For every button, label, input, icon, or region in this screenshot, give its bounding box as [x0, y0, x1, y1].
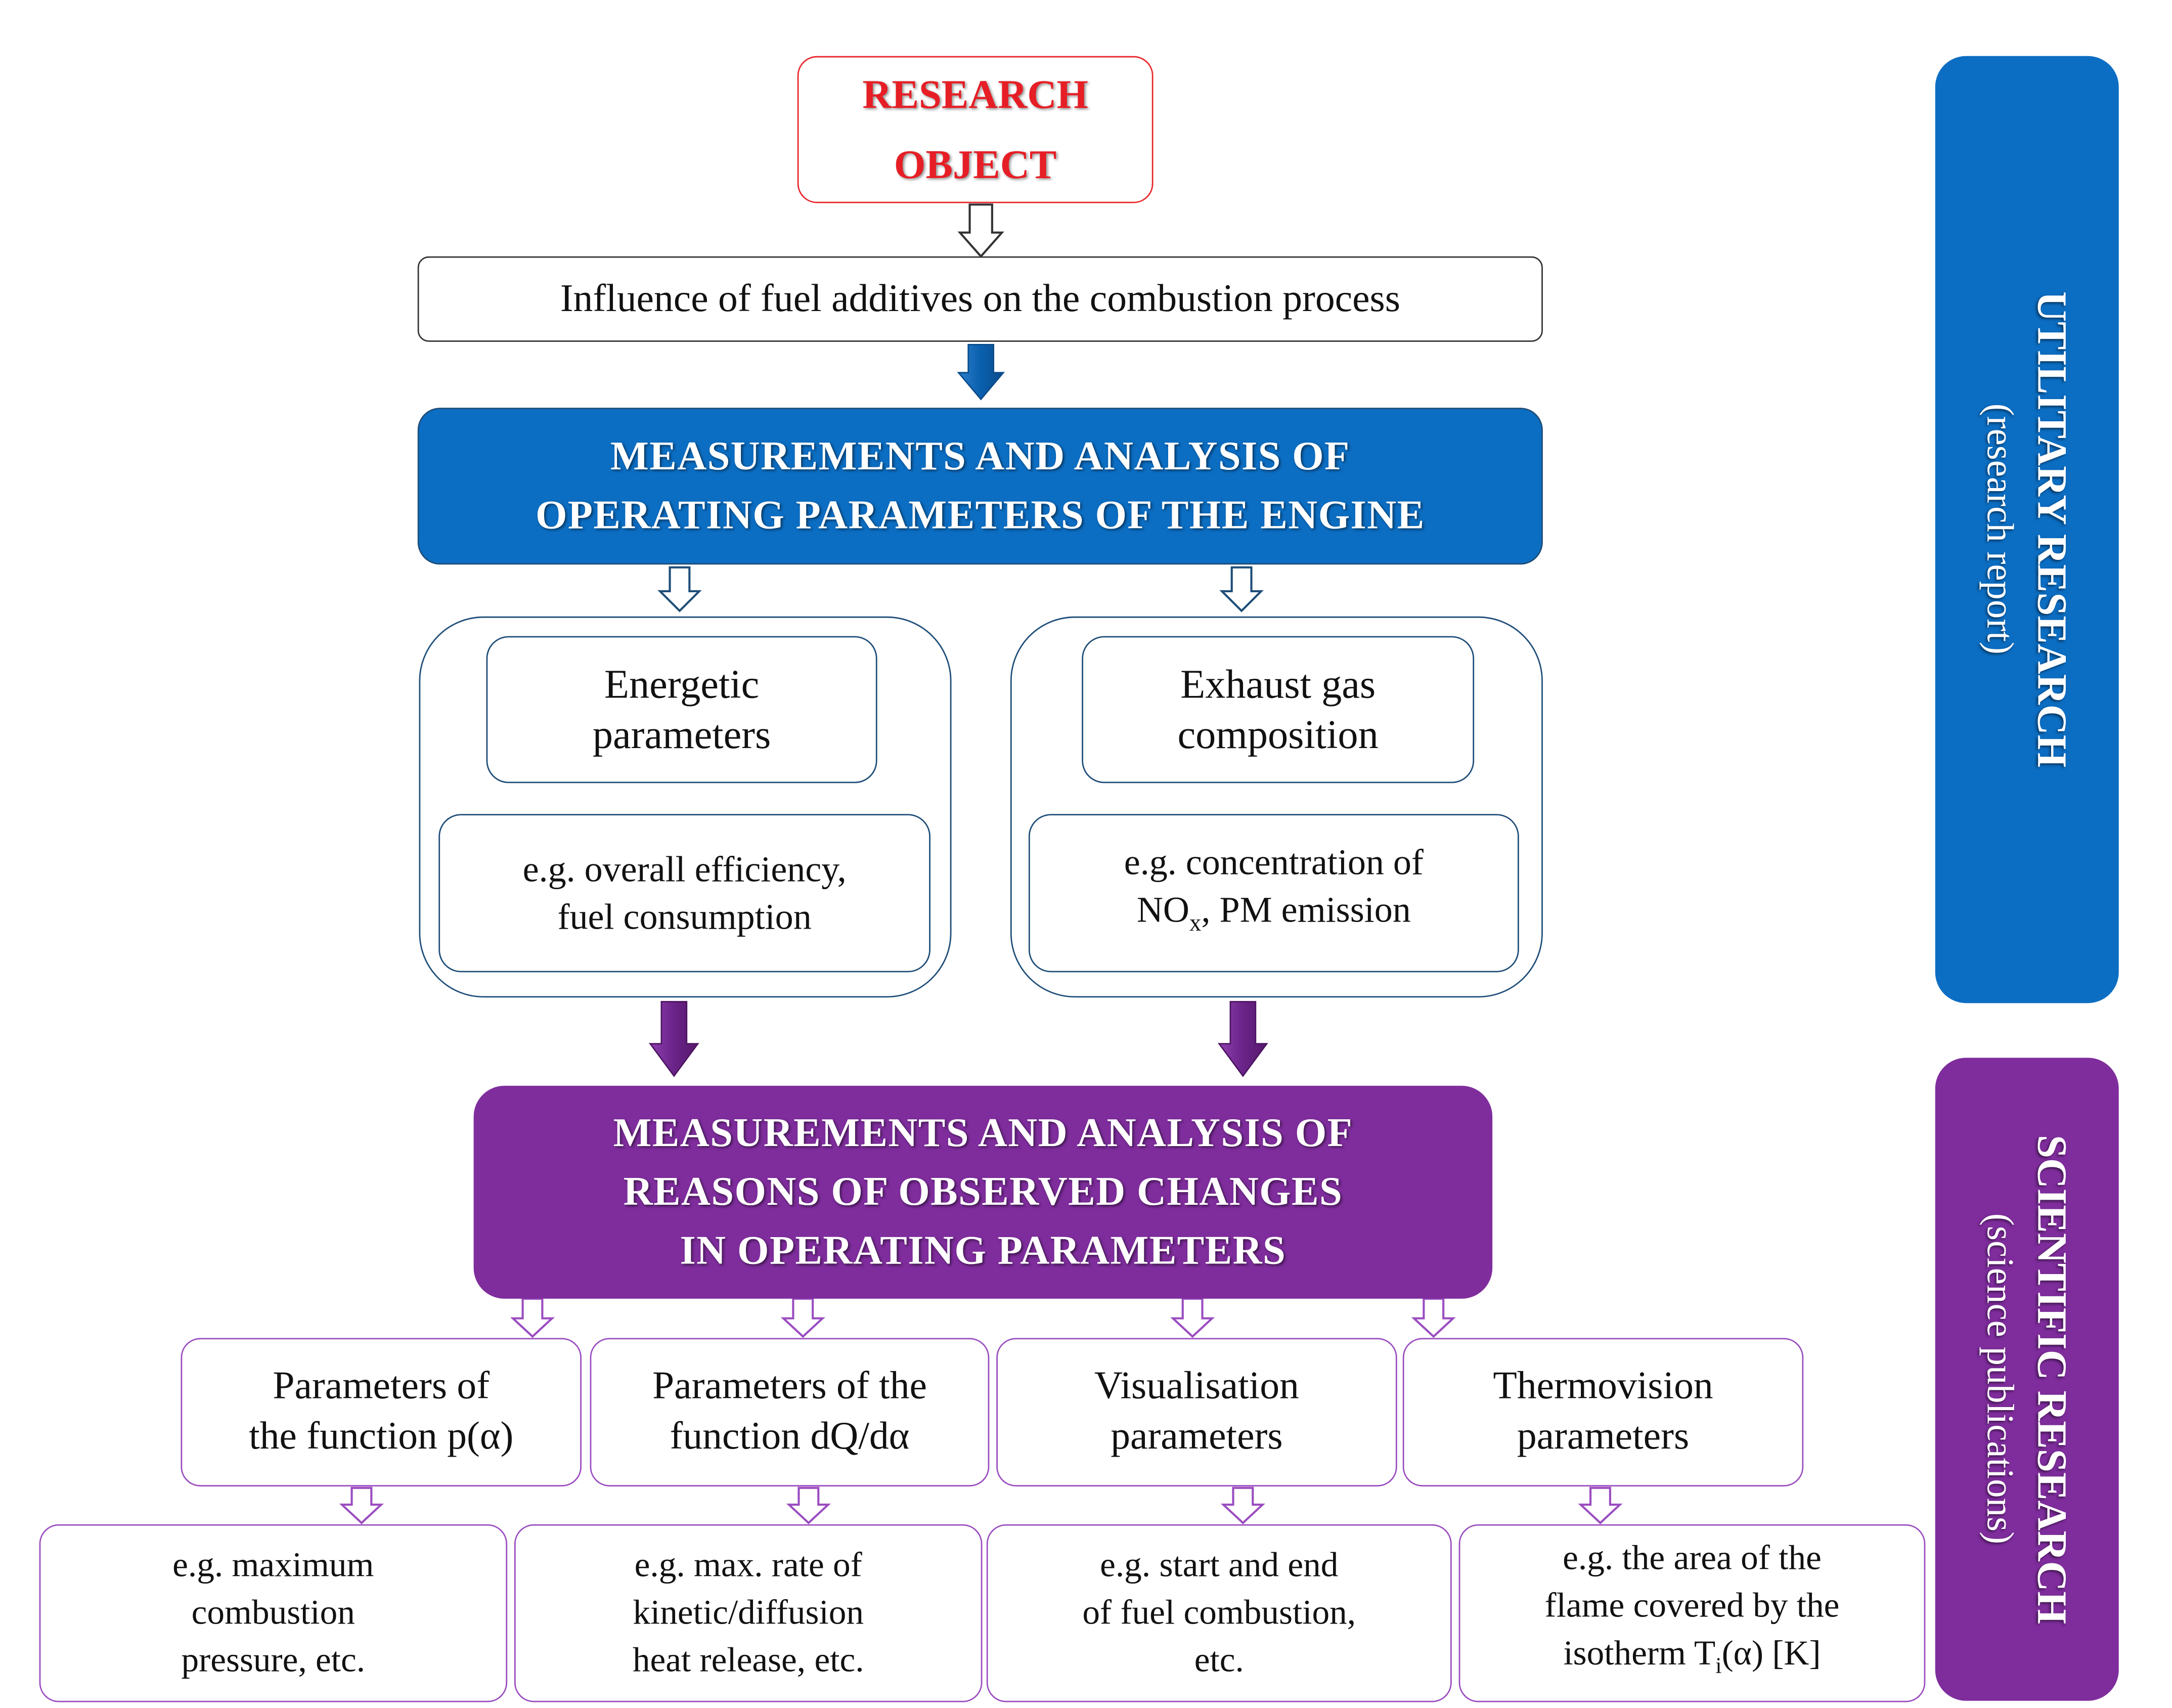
energetic-title-line-2: parameters: [592, 712, 771, 758]
example-box-visualisation: e.g. start and end of fuel combustion, e…: [986, 1524, 1452, 1702]
isotherm-text: isotherm T: [1563, 1635, 1716, 1673]
example-1-line-3: pressure, etc.: [181, 1641, 366, 1679]
energetic-title-line-1: Energetic: [604, 662, 760, 707]
exhaust-example-line-2: NOx, PM emission: [1137, 887, 1411, 947]
reasons-line-3: IN OPERATING PARAMETERS: [680, 1229, 1287, 1274]
param-3-title-line-2: parameters: [1111, 1415, 1283, 1459]
isotherm-unit-text: (α) [K]: [1721, 1635, 1821, 1673]
reasons-line-1: MEASUREMENTS AND ANALYSIS OF: [613, 1111, 1353, 1156]
param-4-title-line-2: parameters: [1517, 1415, 1690, 1459]
param-4-title-line-1: Thermovision: [1493, 1364, 1713, 1408]
arrow-energetic-to-reasons: [648, 1001, 699, 1077]
param-box-heat-release: Parameters of the function dQ/dα: [590, 1338, 990, 1486]
operating-parameters-box: MEASUREMENTS AND ANALYSIS OF OPERATING P…: [417, 408, 1543, 565]
influence-text: Influence of fuel additives on the combu…: [560, 277, 1400, 320]
energetic-example-line-2: fuel consumption: [557, 896, 812, 937]
param-1-title-line-1: Parameters of: [273, 1364, 490, 1408]
example-2-line-3: heat release, etc.: [632, 1641, 864, 1679]
example-1-line-1: e.g. maximum: [172, 1546, 374, 1584]
example-2-line-1: e.g. max. rate of: [634, 1546, 862, 1584]
exhaust-title-line-2: composition: [1177, 712, 1379, 758]
exhaust-example-line-1: e.g. concentration of: [1124, 842, 1424, 883]
arrow-reasons-to-param-2: [780, 1297, 825, 1338]
example-4-line-1: e.g. the area of the: [1563, 1540, 1822, 1578]
example-1-line-2: combustion: [191, 1593, 355, 1632]
arrow-exhaust-to-reasons: [1218, 1001, 1268, 1077]
utilitary-research-title: UTILITARY RESEARCH: [2028, 291, 2075, 768]
arrow-reasons-to-param-1: [510, 1297, 555, 1338]
param-2-title-line-1: Parameters of the: [652, 1364, 927, 1408]
utilitary-research-text: UTILITARY RESEARCH (research report): [1976, 291, 2077, 767]
example-4-line-3: isotherm Ti(α) [K]: [1563, 1631, 1821, 1691]
exhaust-title-line-1: Exhaust gas: [1180, 662, 1376, 707]
scientific-research-text: SCIENTIFIC RESEARCH (science publication…: [1976, 1134, 2077, 1624]
example-3-line-2: of fuel combustion,: [1082, 1593, 1356, 1632]
example-3-line-1: e.g. start and end: [1100, 1546, 1339, 1584]
example-box-pressure: e.g. maximum combustion pressure, etc.: [39, 1524, 508, 1702]
param-3-title-line-1: Visualisation: [1094, 1364, 1299, 1408]
arrow-param-2-to-example: [786, 1486, 831, 1524]
scientific-research-title: SCIENTIFIC RESEARCH: [2028, 1134, 2075, 1624]
arrow-reasons-to-param-3: [1170, 1297, 1215, 1338]
reasons-line-2: REASONS OF OBSERVED CHANGES: [623, 1169, 1343, 1215]
param-box-visualisation: Visualisation parameters: [996, 1338, 1397, 1486]
pm-emission-text: , PM emission: [1201, 889, 1411, 931]
param-box-pressure: Parameters of the function p(α): [181, 1338, 582, 1486]
scientific-research-label: SCIENTIFIC RESEARCH (science publication…: [1935, 1058, 2119, 1701]
arrow-operating-to-energetic: [657, 566, 702, 612]
arrow-param-1-to-example: [339, 1486, 384, 1524]
scientific-research-subtitle: (science publications): [1979, 1213, 2022, 1545]
exhaust-example-box: e.g. concentration of NOx, PM emission: [1028, 814, 1519, 973]
param-box-thermovision: Thermovision parameters: [1402, 1338, 1804, 1486]
example-2-line-2: kinetic/diffusion: [633, 1593, 864, 1632]
param-2-title-line-2: function dQ/dα: [670, 1415, 910, 1459]
arrow-operating-to-exhaust: [1219, 566, 1264, 612]
influence-box: Influence of fuel additives on the combu…: [417, 256, 1543, 342]
exhaust-title-box: Exhaust gas composition: [1082, 636, 1475, 783]
arrow-reasons-to-param-4: [1411, 1297, 1456, 1338]
nox-subscript: x: [1189, 909, 1202, 936]
nox-text: NO: [1136, 889, 1189, 931]
research-object-line-2: OBJECT: [894, 142, 1057, 187]
operating-line-1: MEASUREMENTS AND ANALYSIS OF: [610, 434, 1350, 479]
arrow-object-to-influence: [957, 203, 1004, 258]
operating-line-2: OPERATING PARAMETERS OF THE ENGINE: [535, 493, 1425, 538]
energetic-title-box: Energetic parameters: [486, 636, 877, 783]
isotherm-subscript: i: [1715, 1654, 1722, 1679]
reasons-box: MEASUREMENTS AND ANALYSIS OF REASONS OF …: [473, 1085, 1493, 1299]
param-1-title-line-2: the function p(α): [249, 1415, 514, 1459]
arrow-param-3-to-example: [1220, 1486, 1265, 1524]
arrow-param-4-to-example: [1578, 1486, 1623, 1524]
example-3-line-3: etc.: [1194, 1641, 1244, 1679]
research-object-box: RESEARCH OBJECT: [797, 56, 1154, 203]
utilitary-research-label: UTILITARY RESEARCH (research report): [1935, 56, 2119, 1003]
example-box-thermovision: e.g. the area of the flame covered by th…: [1458, 1524, 1926, 1702]
example-4-line-2: flame covered by the: [1544, 1587, 1840, 1626]
utilitary-research-subtitle: (research report): [1979, 404, 2022, 655]
arrow-influence-to-operating: [957, 344, 1005, 401]
energetic-example-box: e.g. overall efficiency, fuel consumptio…: [438, 814, 930, 973]
energetic-example-line-1: e.g. overall efficiency,: [522, 848, 847, 889]
example-box-heat-release: e.g. max. rate of kinetic/diffusion heat…: [514, 1524, 983, 1702]
research-object-line-1: RESEARCH: [862, 72, 1088, 117]
